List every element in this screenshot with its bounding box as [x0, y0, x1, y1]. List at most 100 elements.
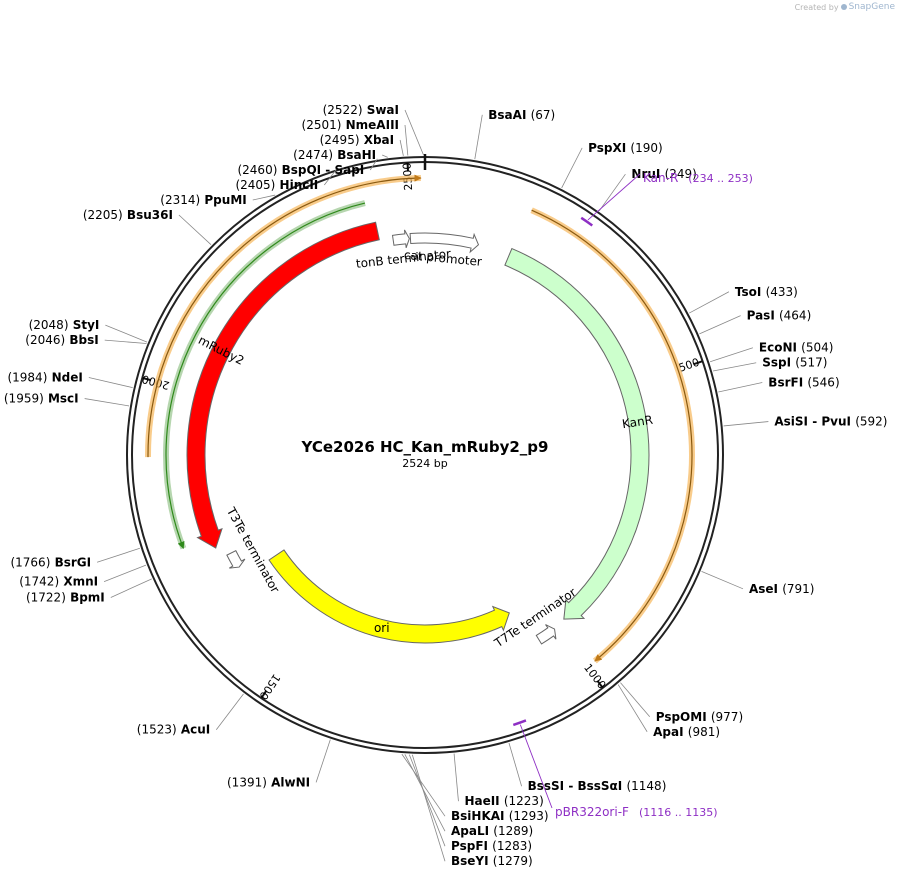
- site-position: (2048): [29, 318, 69, 332]
- site-name: NmeAIII: [346, 118, 399, 132]
- site-label: (2314) PpuMI: [160, 193, 246, 207]
- site-leader: [110, 578, 152, 598]
- site-leader: [474, 114, 483, 160]
- site-leader: [561, 147, 583, 189]
- site-position: (517): [795, 356, 827, 370]
- site-leader: [401, 753, 446, 817]
- site-leader: [689, 291, 730, 314]
- feature-tonb-terminator: [391, 229, 410, 249]
- site-label: SspI (517): [762, 356, 827, 370]
- feature-ori: [268, 549, 510, 644]
- site-leader: [178, 214, 212, 246]
- primer-mark: [512, 719, 527, 727]
- site-name: MscI: [48, 392, 79, 406]
- site-leader: [399, 139, 404, 156]
- site-position: (2460): [237, 163, 277, 177]
- site-name: SwaI: [367, 103, 399, 117]
- feature-t3te-terminator: [226, 549, 246, 569]
- credit-prefix: Created by: [794, 2, 839, 12]
- primers-layer: Kan-R(234 .. 253)pBR322ori-F(1116 .. 113…: [512, 171, 753, 819]
- site-label: (1742) XmnI: [19, 575, 98, 589]
- feature-label: T3Te terminator: [223, 504, 282, 595]
- site-position: (546): [807, 376, 839, 390]
- site-leader: [617, 684, 648, 732]
- feature-mruby2: [186, 221, 380, 549]
- site-name: StyI: [73, 318, 100, 332]
- site-name: ApaLI: [451, 824, 489, 838]
- site-label: PasI (464): [747, 309, 812, 323]
- primer-name: pBR322ori-F: [555, 805, 629, 819]
- site-name: BsiHKAI: [451, 809, 505, 823]
- site-leader: [404, 754, 446, 832]
- site-name: SspI: [762, 356, 791, 370]
- site-label: TsoI (433): [735, 285, 798, 299]
- ruler-label: 500: [677, 356, 701, 375]
- site-label: (2460) BspQI - SapI: [237, 163, 364, 177]
- ruler-tick: [406, 162, 410, 172]
- site-leader: [105, 324, 148, 343]
- site-label: PspOMI (977): [656, 710, 743, 724]
- site-position: (464): [779, 309, 811, 323]
- site-label: BsiHKAI (1293): [451, 809, 549, 823]
- site-label: BssSI - BssSαI (1148): [528, 779, 667, 793]
- site-position: (504): [801, 341, 833, 355]
- site-leader: [718, 382, 763, 393]
- site-position: (1283): [492, 839, 532, 853]
- orange-arc-line: [147, 174, 422, 458]
- site-leader: [104, 339, 147, 344]
- plasmid-name: YCe2026 HC_Kan_mRuby2_p9: [301, 438, 549, 456]
- feature-t7te-terminator: [535, 624, 557, 645]
- feature-label: KanR: [621, 413, 654, 432]
- annotation-arcs: [145, 174, 695, 664]
- site-name: BsaHI: [337, 148, 376, 162]
- site-name: HaeII: [464, 794, 499, 808]
- site-label: (1523) AcuI: [137, 723, 211, 737]
- site-leader: [710, 347, 754, 363]
- site-label: (2205) Bsu36I: [83, 208, 173, 222]
- site-name: HincII: [280, 178, 319, 192]
- site-label: HaeII (1223): [464, 794, 543, 808]
- site-name: PspFI: [451, 839, 488, 853]
- site-position: (2474): [293, 148, 333, 162]
- site-position: (67): [531, 108, 556, 122]
- site-leader: [84, 398, 130, 407]
- site-position: (433): [766, 285, 798, 299]
- site-label: (2048) StyI: [29, 318, 100, 332]
- site-name: AseI: [749, 582, 778, 596]
- site-leader: [382, 154, 388, 158]
- site-name: XmnI: [63, 575, 98, 589]
- site-label: (2046) BbsI: [25, 333, 98, 347]
- primer-mark: [580, 216, 594, 227]
- site-position: (1289): [493, 824, 533, 838]
- site-sep: -: [808, 415, 821, 429]
- site-name: ApaI: [653, 725, 683, 739]
- primer-range: (1116 .. 1135): [639, 806, 718, 819]
- feature-cat-promoter: [409, 232, 480, 254]
- site-name: PasI: [747, 309, 775, 323]
- site-labels: BsaAI (67)PspXI (190)NruI (249)TsoI (433…: [4, 103, 888, 868]
- site-position: (1523): [137, 723, 177, 737]
- site-position: (1293): [509, 809, 549, 823]
- site-leader: [315, 739, 331, 783]
- site-position: (1766): [10, 555, 50, 569]
- site-position: (1984): [7, 371, 47, 385]
- green-arc-line: [165, 202, 366, 549]
- site-leader: [701, 570, 744, 590]
- site-leader: [404, 124, 409, 156]
- site-name: SapI: [334, 163, 364, 177]
- plasmid-length: 2524 bp: [402, 457, 447, 470]
- site-label: BsrFI (546): [768, 376, 839, 390]
- site-name: PvuI: [821, 415, 851, 429]
- site-position: (2501): [302, 118, 342, 132]
- site-label: EcoNI (504): [759, 341, 834, 355]
- site-name: BspQI: [282, 163, 322, 177]
- site-position: (2205): [83, 208, 123, 222]
- site-name: Bsu36I: [127, 208, 173, 222]
- site-name: NdeI: [52, 371, 83, 385]
- site-leader: [88, 377, 133, 389]
- site-leader: [252, 194, 276, 201]
- ruler-tick: [260, 690, 268, 699]
- site-label: (2495) XbaI: [320, 133, 395, 147]
- site-position: (1223): [504, 794, 544, 808]
